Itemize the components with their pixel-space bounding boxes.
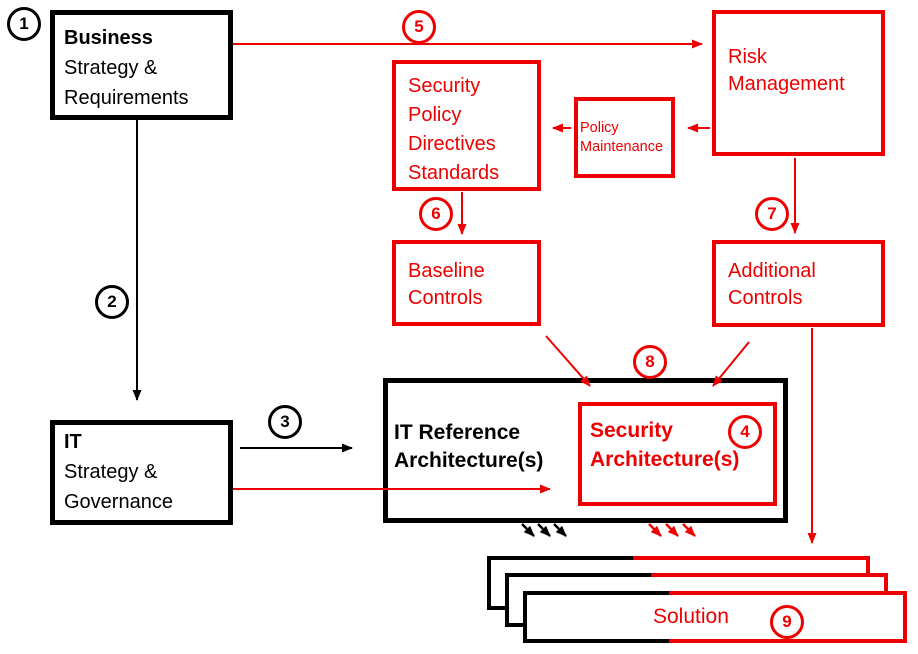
arrows-security-to-solution-red bbox=[648, 523, 696, 537]
policy-maintenance-box: Policy Maintenance bbox=[574, 97, 675, 178]
solution-stack-front: Solution bbox=[523, 591, 907, 643]
policy-maintenance-body: Policy Maintenance bbox=[580, 119, 664, 155]
additional-controls-body: Additional Controls bbox=[728, 260, 816, 309]
business-title: Business bbox=[64, 27, 153, 49]
business-strategy-box: Business Strategy & Requirements bbox=[50, 10, 233, 120]
solution-label: Solution bbox=[653, 605, 729, 628]
security-policy-body: Security Policy Directives Standards bbox=[408, 75, 500, 184]
it-title: IT bbox=[64, 431, 82, 453]
step-badge-3: 3 bbox=[268, 405, 302, 439]
it-body: Strategy & Governance bbox=[64, 461, 173, 513]
risk-management-box: Risk Management bbox=[712, 10, 885, 156]
additional-controls-box: Additional Controls bbox=[712, 240, 885, 327]
it-strategy-box: IT Strategy & Governance bbox=[50, 420, 233, 525]
step-badge-7: 7 bbox=[755, 197, 789, 231]
solution-front-black-half bbox=[523, 591, 669, 643]
it-reference-label: IT Reference Architecture(s) bbox=[394, 421, 544, 472]
risk-management-body: Risk Management bbox=[728, 46, 845, 95]
security-architecture-label: Security Architecture(s) bbox=[590, 419, 740, 471]
it-reference-architecture-box: IT Reference Architecture(s) Security Ar… bbox=[383, 378, 788, 523]
step-badge-4: 4 bbox=[728, 415, 762, 449]
step-badge-6: 6 bbox=[419, 197, 453, 231]
step-badge-2: 2 bbox=[95, 285, 129, 319]
arrows-reference-to-solution-black bbox=[521, 523, 567, 537]
step-badge-5: 5 bbox=[402, 10, 436, 44]
solution-front-red-half bbox=[669, 591, 907, 643]
step-badge-9: 9 bbox=[770, 605, 804, 639]
business-body: Strategy & Requirements bbox=[64, 57, 189, 109]
step-badge-1: 1 bbox=[7, 7, 41, 41]
baseline-controls-box: Baseline Controls bbox=[392, 240, 541, 326]
security-policy-box: Security Policy Directives Standards bbox=[392, 60, 541, 191]
baseline-controls-body: Baseline Controls bbox=[408, 260, 485, 309]
step-badge-8: 8 bbox=[633, 345, 667, 379]
